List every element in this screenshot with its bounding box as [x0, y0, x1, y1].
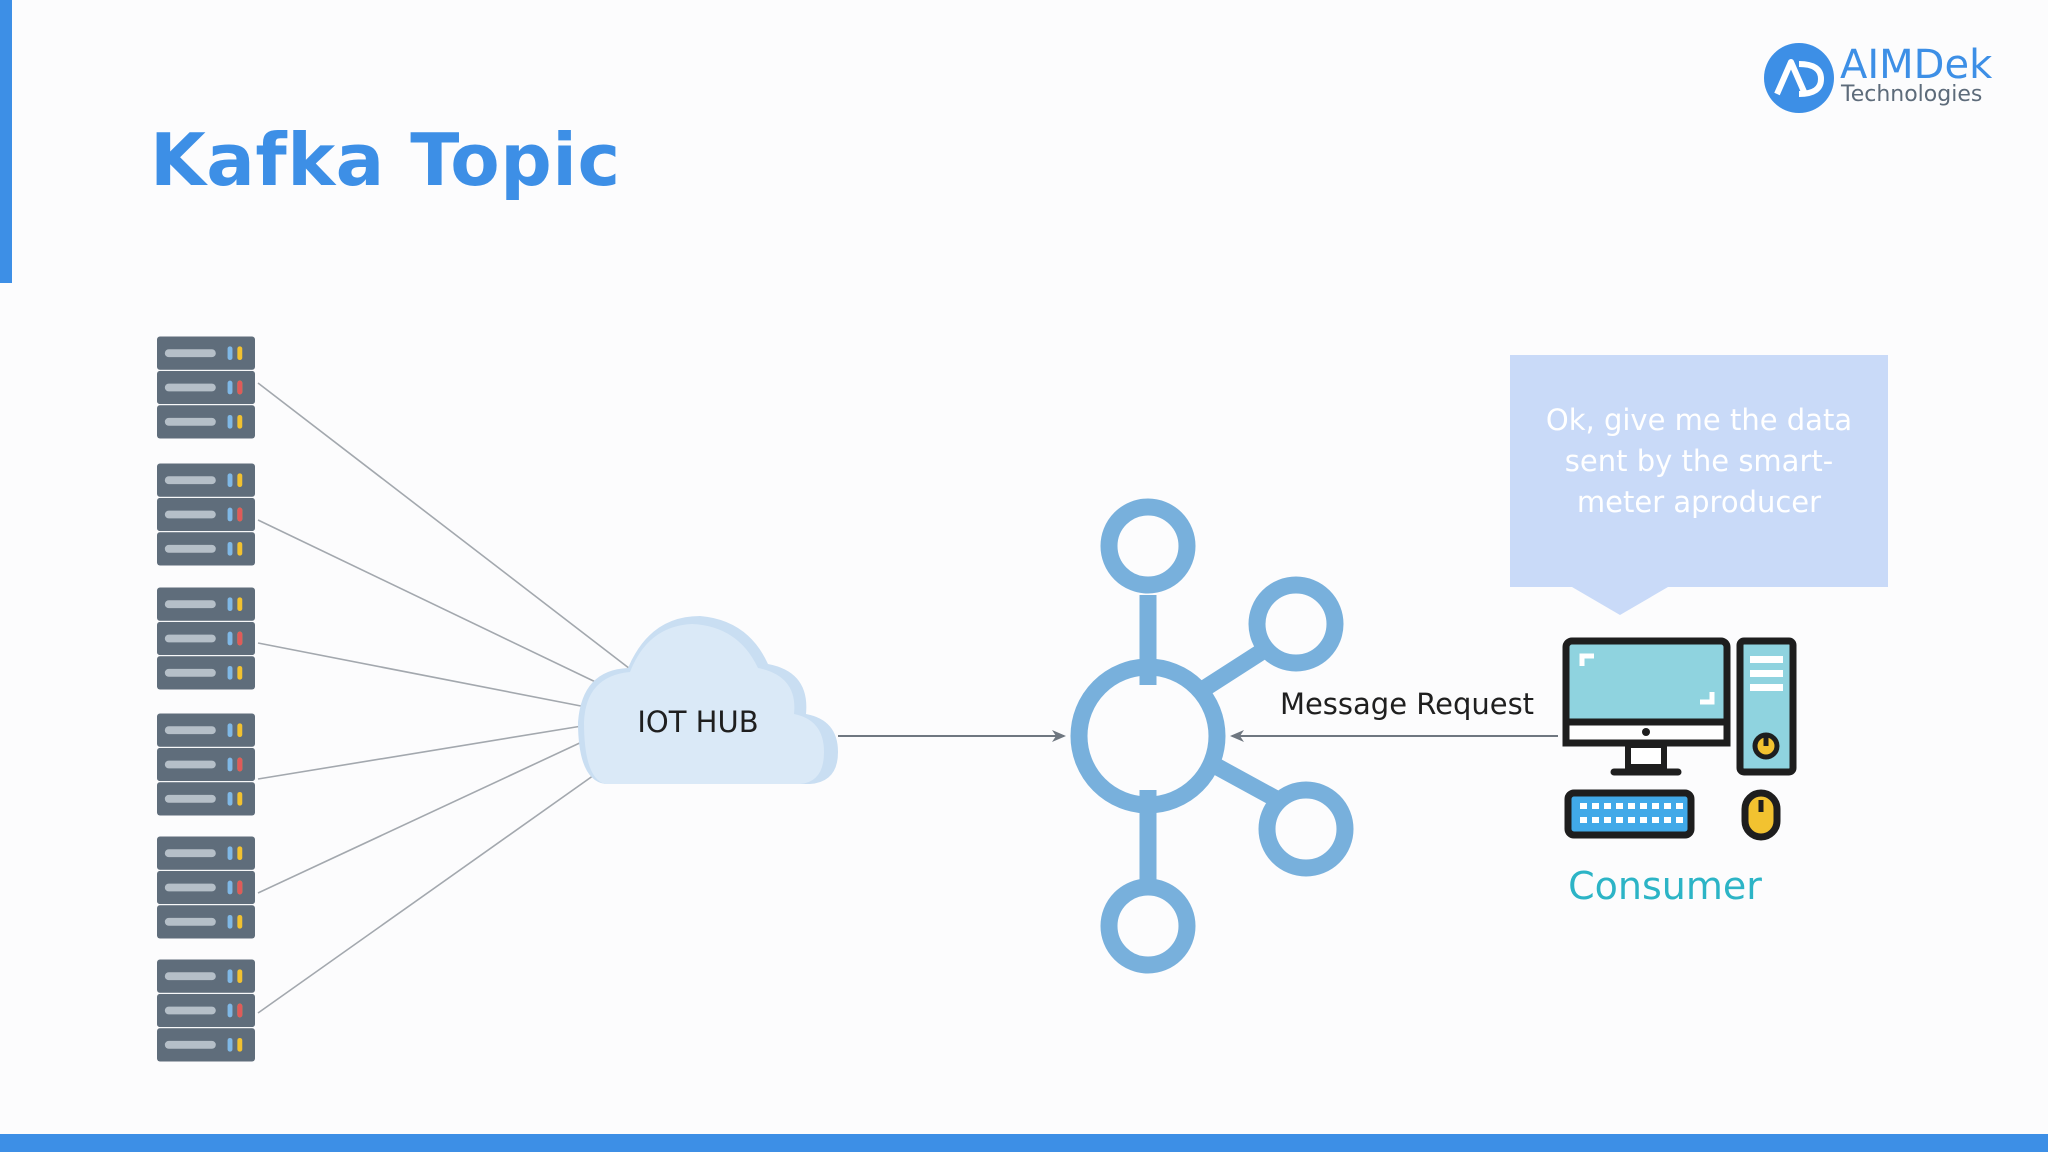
server-rack-icon	[157, 714, 255, 816]
cloud-icon	[578, 616, 838, 784]
connector-line	[257, 382, 635, 673]
producer-servers	[157, 337, 255, 1062]
page-title: Kafka Topic	[150, 118, 621, 202]
speech-bubble-text: Ok, give me the data sent by the smart-m…	[1545, 403, 1853, 519]
left-accent-bar	[0, 0, 12, 283]
logo-subtitle: Technologies	[1841, 82, 1983, 107]
connector-line	[257, 642, 587, 708]
company-logo: AIMDek Technologies	[1763, 42, 1993, 116]
connector-line	[257, 740, 585, 894]
hub-label: IOT HUB	[637, 705, 758, 739]
kafka-topic-hub-icon	[1070, 498, 1354, 974]
server-rack-icon	[157, 464, 255, 566]
server-rack-icon	[157, 588, 255, 690]
desktop-computer-icon	[1562, 637, 1797, 841]
producer-connectors	[257, 382, 635, 1014]
ad-monogram-icon	[1764, 43, 1834, 113]
connector-line	[257, 725, 583, 780]
server-rack-icon	[157, 337, 255, 439]
server-rack-icon	[157, 960, 255, 1062]
connector-line	[257, 767, 605, 1014]
logo-name: AIMDek	[1840, 42, 1993, 88]
connector-line	[257, 519, 607, 688]
speech-bubble	[1510, 355, 1888, 587]
bottom-accent-bar	[0, 1134, 2048, 1152]
speech-bubble-tail	[1572, 587, 1668, 615]
server-rack-icon	[157, 837, 255, 939]
message-request-label: Message Request	[1280, 687, 1534, 721]
consumer-label: Consumer	[1568, 864, 1762, 908]
